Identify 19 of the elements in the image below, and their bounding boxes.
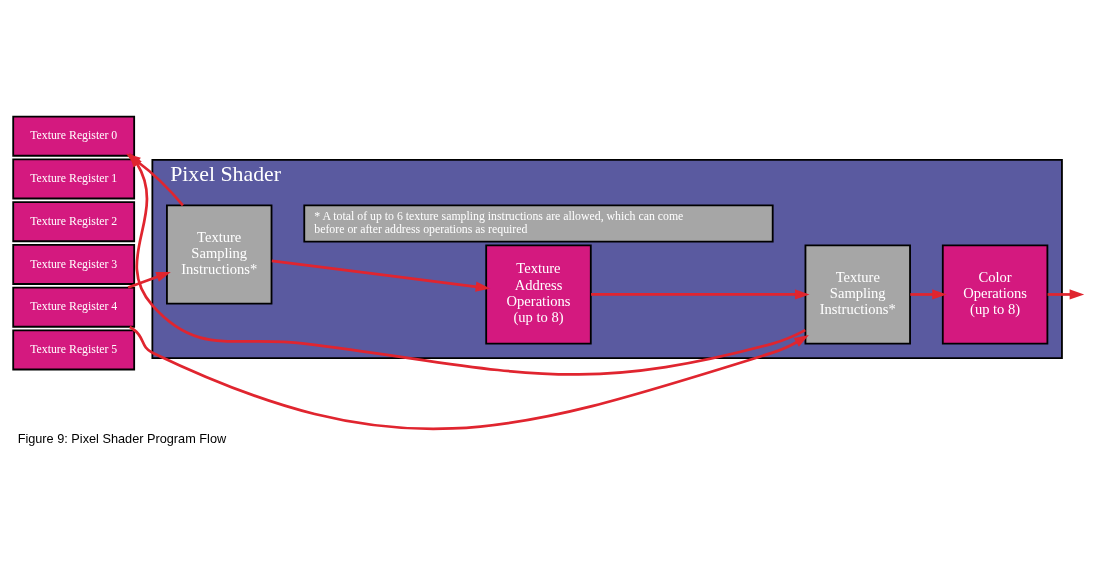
arrow (129, 152, 806, 376)
arrow (910, 288, 947, 300)
node-box: Texture Address Operations (up to 8) (485, 243, 592, 344)
node-box: Color Operations (up to 8) (941, 243, 1049, 344)
arrow (1047, 288, 1085, 300)
node-box: Texture Sampling Instructions* (166, 203, 273, 304)
node-box: Texture Register 2 (12, 200, 136, 242)
node-box: Texture Register 5 (12, 328, 136, 370)
arrow (127, 271, 171, 289)
node-box: Texture Register 3 (12, 243, 136, 285)
node-box: Texture Register 1 (12, 158, 136, 199)
caption: Figure 9: Pixel Shader Program Flow (17, 430, 227, 446)
arrow (591, 288, 810, 300)
node-box: Texture Sampling Instructions* (804, 243, 911, 344)
node-box: Texture Register 0 (12, 115, 136, 157)
arrow (128, 325, 809, 430)
node-box: * A total of up to 6 texture sampling instructions are allowed, which can come before or after address operations as required (303, 203, 774, 243)
arrow (271, 259, 491, 292)
node-box: Texture Register 4 (12, 286, 136, 328)
